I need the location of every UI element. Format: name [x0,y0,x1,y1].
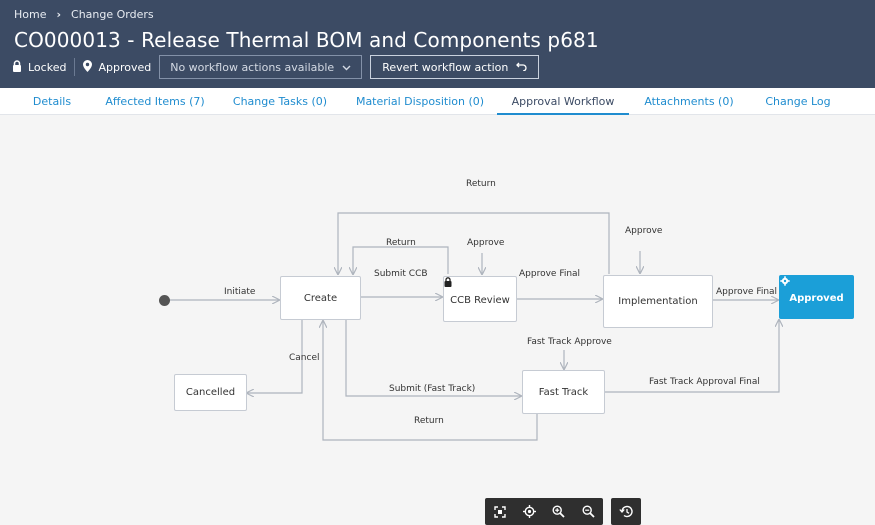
edge-label-return-top: Return [466,179,496,189]
edge-fast-track-approval-final [605,320,779,393]
tab-change-log[interactable]: Change Log [765,95,831,108]
workflow-edges [170,212,875,441]
revert-workflow-button[interactable]: Revert workflow action [370,55,540,79]
node-create-label: Create [303,292,338,304]
edge-return-ccb [353,246,449,274]
workflow-actions-dropdown[interactable]: No workflow actions available [159,55,363,79]
node-ccb-review-label: CCB Review [450,295,510,306]
edge-label-submit-fast-track: Submit (Fast Track) [389,384,476,394]
undo-icon [516,61,527,74]
tab-approval-workflow[interactable]: Approval Workflow [497,88,629,115]
page-title: CO000013 - Release Thermal BOM and Compo… [14,28,599,52]
edge-label-return-fast-track: Return [414,416,444,426]
lock-icon [12,59,22,75]
edge-label-initiate: Initiate [224,287,256,297]
workflow-actions-label: No workflow actions available [170,60,335,74]
node-cancelled[interactable]: Cancelled [174,374,247,411]
zoom-out-icon[interactable] [577,501,599,523]
tab-material-disposition[interactable]: Material Disposition (0) [355,95,485,108]
lock-label: Locked [28,60,67,74]
revert-label: Revert workflow action [382,60,509,74]
node-implementation-label: Implementation [618,296,698,307]
zoom-in-icon[interactable] [548,501,570,523]
breadcrumb-home[interactable]: Home [14,8,47,21]
diagram-toolbar [485,498,603,525]
node-fast-track-label: Fast Track [538,386,589,398]
node-implementation[interactable]: Implementation [603,275,713,328]
edge-label-cancel: Cancel [289,353,320,363]
status-divider [74,58,76,76]
history-icon[interactable] [615,501,637,523]
node-create[interactable]: Create [280,276,361,320]
status-row: Locked Approved No workflow actions avai… [12,55,540,79]
edge-label-return-ccb: Return [386,238,416,248]
location-pin-icon [83,59,93,75]
tab-bar: Details Affected Items (7) Change Tasks … [0,88,875,115]
page-header: Home › Change Orders CO000013 - Release … [0,0,875,88]
breadcrumb-chevron-icon: › [56,8,62,21]
history-toolbar [611,498,641,525]
workflow-canvas[interactable]: Create CCB Review Implementation Approve… [0,116,875,525]
edge-return-fast-track [323,321,538,441]
node-approved-label: Approved [789,293,844,304]
node-approved[interactable]: Approved [779,275,854,319]
node-ccb-review[interactable]: CCB Review [443,276,517,322]
center-focus-icon[interactable] [518,501,540,523]
edge-label-approve-final-ccb: Approve Final [519,269,581,279]
tab-details[interactable]: Details [32,95,72,108]
edge-label-approve-final-impl: Approve Final [716,287,778,297]
edge-label-submit-ccb: Submit CCB [374,269,428,279]
edge-label-approve-impl: Approve [625,226,663,236]
tab-change-tasks[interactable]: Change Tasks (0) [232,95,328,108]
node-fast-track[interactable]: Fast Track [522,370,605,414]
state-status: Approved [83,59,159,75]
edge-label-fast-track-approval-final: Fast Track Approval Final [649,377,760,387]
edge-cancel [247,320,303,393]
fit-screen-icon[interactable] [489,501,511,523]
edge-label-fast-track-approve: Fast Track Approve [527,337,612,347]
tab-affected-items[interactable]: Affected Items (7) [105,95,205,108]
breadcrumb-change-orders[interactable]: Change Orders [71,8,154,21]
workflow-start-point [159,295,170,306]
breadcrumb: Home › Change Orders [14,8,154,21]
state-label: Approved [98,60,152,74]
edge-submit-fast-track [345,320,521,396]
edge-return-top [338,212,610,274]
chevron-down-icon [342,61,351,74]
edge-label-approve-ccb: Approve [467,238,505,248]
tab-attachments[interactable]: Attachments (0) [644,95,734,108]
node-cancelled-label: Cancelled [185,387,236,398]
lock-status: Locked [12,59,74,75]
